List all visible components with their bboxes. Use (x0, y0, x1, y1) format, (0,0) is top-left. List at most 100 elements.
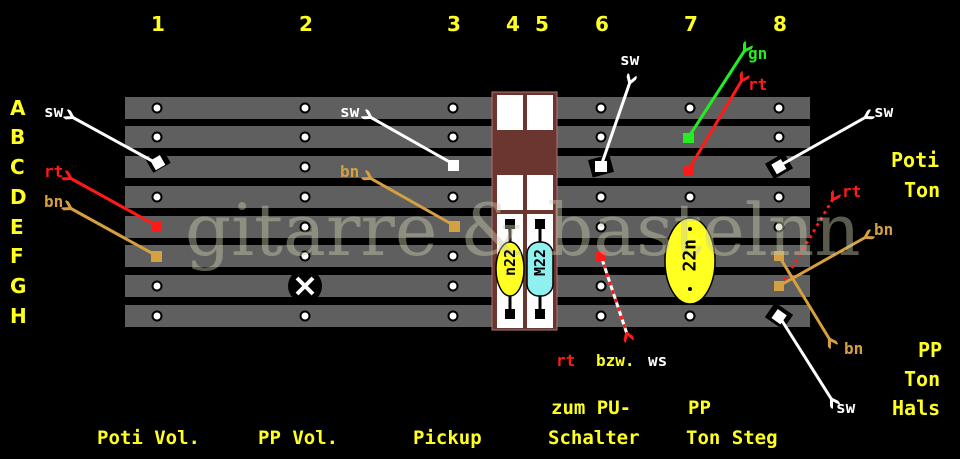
hole (684, 102, 696, 114)
label-sw: sw (340, 102, 360, 121)
hole (299, 310, 311, 322)
hole (151, 280, 163, 292)
hole (684, 310, 696, 322)
label-poti: Poti (891, 148, 940, 172)
label-rt: rt (44, 162, 64, 181)
row-label: G (10, 274, 27, 298)
label-sw: sw (44, 102, 64, 121)
hole (447, 102, 459, 114)
label-sw: sw (620, 50, 640, 69)
hole (299, 161, 311, 173)
label-ton: Ton (904, 367, 941, 391)
wire-bn-1 (70, 208, 158, 258)
wire-gn-7 (686, 50, 745, 139)
hole (151, 191, 163, 203)
wires (70, 50, 866, 400)
hole (773, 102, 785, 114)
wire-sw-1 (72, 117, 157, 165)
copper-strip-H (125, 305, 810, 327)
wire-sw-3 (370, 117, 456, 167)
label-bzw: bzw. (596, 351, 635, 370)
label-pickup: Pickup (413, 427, 482, 449)
wire-bn-8-bottom (777, 255, 830, 340)
row-label: F (10, 244, 24, 268)
copper-strip-C (125, 156, 810, 178)
hole (773, 191, 785, 203)
track-cut-icon (288, 269, 322, 303)
row-label: H (10, 304, 27, 328)
watermark: gitarre & bastelnn (185, 188, 861, 272)
label-bn: bn (340, 162, 360, 181)
label-pp: PP (688, 397, 711, 419)
label-schalter: Schalter (548, 427, 640, 449)
label-poti-vol: Poti Vol. (97, 427, 200, 449)
hole (151, 131, 163, 143)
hole (299, 131, 311, 143)
row-label: D (10, 185, 27, 209)
component-block (491, 91, 558, 331)
hole (151, 102, 163, 114)
column-label: 1 (151, 12, 165, 36)
hole (773, 131, 785, 143)
hole (447, 280, 459, 292)
hole (595, 191, 607, 203)
resistor-m22 (526, 241, 554, 297)
copper-strip-A (125, 97, 810, 119)
label-sw: sw (836, 398, 856, 417)
capacitor-n22 (495, 241, 525, 297)
label-n22: n22 (501, 248, 519, 276)
capacitor-22n (664, 217, 716, 305)
label-rt: rt (556, 351, 576, 370)
hole (684, 191, 696, 203)
column-label: 6 (595, 12, 609, 36)
hole (773, 221, 785, 233)
hole (447, 131, 459, 143)
label-ws: ws (648, 351, 668, 370)
hole (299, 221, 311, 233)
hole (447, 191, 459, 203)
hole (299, 102, 311, 114)
column-label: 8 (773, 12, 787, 36)
label-rt: rt (842, 182, 862, 201)
copper-strip-F (125, 245, 810, 267)
wire-sw-8-top (778, 117, 866, 168)
column-label: 4 (506, 12, 520, 36)
label-22n: 22n (679, 238, 701, 272)
wire-sw-8-bottom (777, 315, 832, 400)
wire-rt-7 (687, 80, 742, 170)
row-label: E (10, 215, 24, 239)
hole (595, 280, 607, 292)
copper-strip-D (125, 186, 810, 208)
hole (151, 310, 163, 322)
label-m22: M22 (531, 248, 549, 276)
label-sw: sw (874, 102, 894, 121)
row-label: A (10, 96, 26, 120)
label-bn: bn (844, 339, 864, 358)
copper-strip-E (125, 216, 810, 238)
label-hals: Hals (892, 396, 941, 420)
label-ton-steg: Ton Steg (686, 427, 778, 449)
row-label: C (10, 155, 25, 179)
wire-bn-3 (370, 178, 456, 228)
hole (447, 250, 459, 262)
row-label: B (10, 125, 26, 149)
label-gn: gn (748, 44, 768, 63)
label-pp-vol: PP Vol. (258, 427, 339, 449)
wire-rt-ws-6 (599, 255, 629, 335)
hole (299, 250, 311, 262)
label-bn: bn (44, 192, 64, 211)
column-label: 7 (684, 12, 698, 36)
label-rt: rt (748, 75, 768, 94)
hole (595, 221, 607, 233)
label-pp: PP (918, 338, 943, 362)
hole (595, 131, 607, 143)
hole (595, 310, 607, 322)
label-zum-pu: zum PU- (551, 397, 632, 419)
label-ton: Ton (904, 178, 941, 202)
wire-rt-1 (70, 178, 158, 228)
hole (595, 102, 607, 114)
hole (299, 191, 311, 203)
label-bn: bn (874, 220, 894, 239)
